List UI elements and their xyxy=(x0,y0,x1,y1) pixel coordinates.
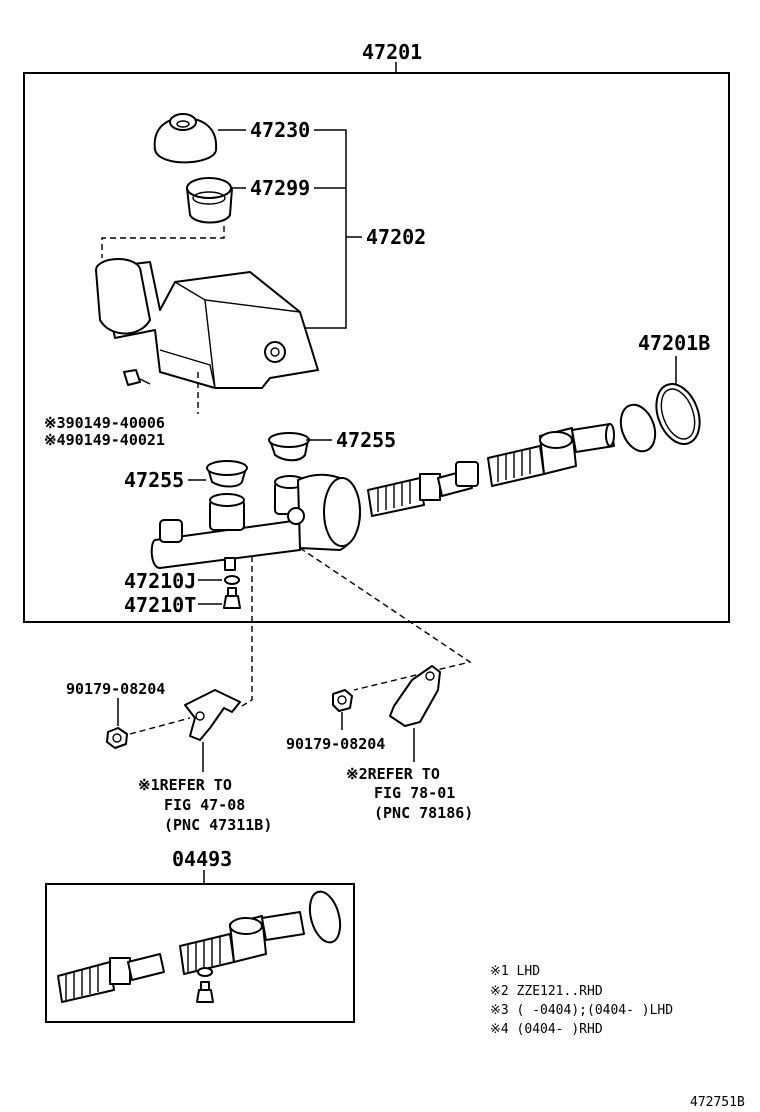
kit-frame xyxy=(45,883,355,1023)
ref-left-line3: (PNC 47311B) xyxy=(164,816,272,834)
ref-left-line1: ※1REFER TO xyxy=(138,776,232,794)
gasket-part xyxy=(224,575,240,585)
label-reservoir-bolt-b: ※490149-40021 xyxy=(44,431,165,449)
label-assembly: 47201 xyxy=(362,40,422,64)
grommet-upper-part xyxy=(268,432,310,462)
label-nut-left: 90179-08204 xyxy=(66,680,165,698)
nut-right-part xyxy=(332,689,353,712)
label-nut-right: 90179-08204 xyxy=(286,735,385,753)
nut-left-part xyxy=(106,727,128,749)
ref-right-line1: ※2REFER TO xyxy=(346,765,440,783)
reservoir-cap-part xyxy=(153,113,218,164)
kit-bolt xyxy=(196,981,214,1003)
kit-piston-2 xyxy=(179,911,305,975)
strainer-part xyxy=(186,177,233,224)
grommet-lower-part xyxy=(206,460,248,488)
ref-right-line3: (PNC 78186) xyxy=(374,804,473,822)
seal-ring-outer xyxy=(655,383,701,445)
master-cylinder-body xyxy=(150,473,361,571)
ref-right-line2: FIG 78-01 xyxy=(374,784,455,802)
assembly-frame xyxy=(23,72,730,623)
diagram-id: 472751B xyxy=(690,1095,745,1110)
label-kit: 04493 xyxy=(172,847,232,871)
reservoir-part xyxy=(95,258,319,389)
label-boot: 47230 xyxy=(250,118,310,142)
bracket-rhd-part xyxy=(389,665,441,727)
label-grommet-right: 47255 xyxy=(336,428,396,452)
piston-spring-1 xyxy=(367,461,479,517)
note-4: ※4 (0404- )RHD xyxy=(490,1022,603,1037)
reservoir-bolt-part xyxy=(123,369,151,386)
union-bolt-part xyxy=(223,587,241,609)
kit-piston-1 xyxy=(57,953,165,1003)
bracket-lhd-part xyxy=(184,689,241,741)
label-union-bolt: 47210T xyxy=(124,593,196,617)
label-grommet-left: 47255 xyxy=(124,468,184,492)
kit-gasket xyxy=(197,967,213,977)
note-1: ※1 LHD xyxy=(490,964,540,979)
label-reservoir: 47202 xyxy=(366,225,426,249)
ref-left-line2: FIG 47-08 xyxy=(164,796,245,814)
label-grommet: 47299 xyxy=(250,176,310,200)
piston-spring-2 xyxy=(487,423,615,487)
reservoir-bracket xyxy=(300,129,347,329)
seal-ring-inner xyxy=(619,403,657,453)
note-3: ※3 ( -0404);(0404- )LHD xyxy=(490,1003,673,1018)
note-2: ※2 ZZE121..RHD xyxy=(490,984,603,999)
label-gasket: 47210J xyxy=(124,569,196,593)
label-reservoir-bolt-a: ※390149-40006 xyxy=(44,414,165,432)
kit-seal-ring xyxy=(308,890,342,944)
label-seal-ring: 47201B xyxy=(638,331,710,355)
